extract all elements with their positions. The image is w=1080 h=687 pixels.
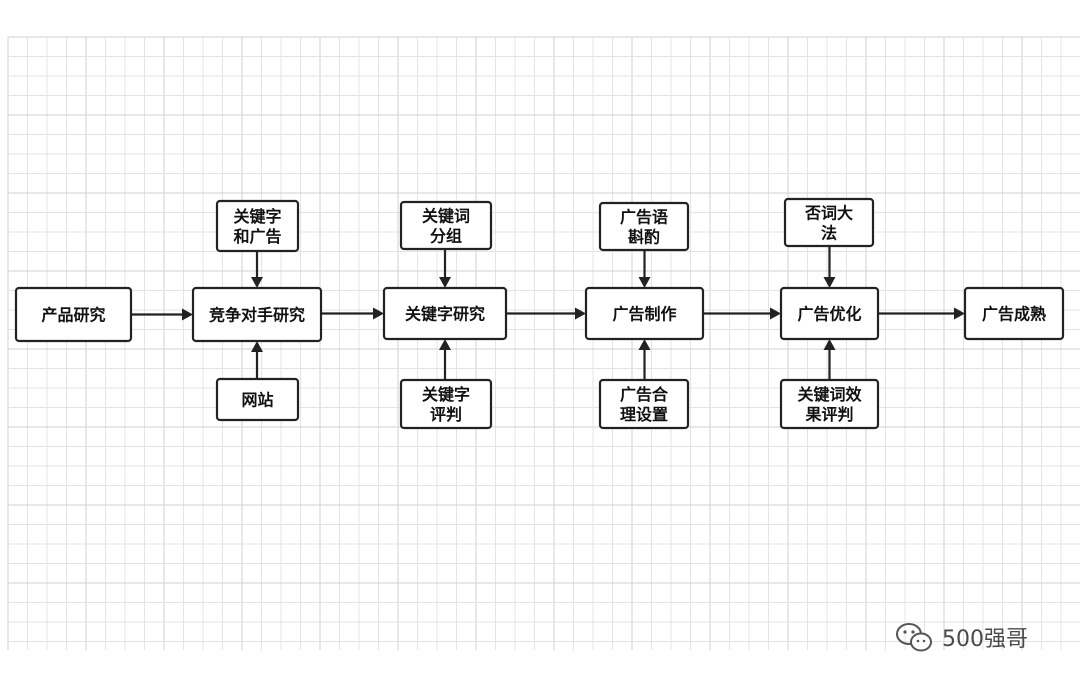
- node-label: 理设置: [620, 405, 668, 424]
- node-label: 分组: [430, 227, 462, 246]
- node-box: [14, 286, 133, 343]
- node-ad-optimization: 广告优化: [779, 286, 880, 341]
- edge-keyword-effect-input-to-ad-optimization: [823, 339, 836, 380]
- node-label: 广告合: [620, 385, 669, 404]
- arrowhead: [439, 277, 451, 288]
- watermark: 500强哥: [896, 623, 1028, 652]
- node-box: [963, 286, 1065, 341]
- arrowhead: [439, 339, 451, 350]
- edge-product-research-to-competitor-research: [131, 308, 193, 321]
- node-box: [598, 201, 690, 252]
- edge-keyword-ad-input-to-competitor-research: [251, 251, 263, 288]
- arrowhead: [823, 277, 836, 288]
- edge-keyword-research-to-ad-production: [506, 307, 586, 320]
- grid-background: [7, 36, 1080, 650]
- arrowhead: [373, 307, 384, 320]
- arrowhead: [182, 308, 193, 321]
- node-website-input: 网站: [215, 377, 300, 422]
- edge-ad-copy-input-to-ad-production: [638, 250, 651, 288]
- node-label: 竞争对手研究: [209, 306, 305, 325]
- node-box: [399, 378, 493, 430]
- node-competitor-research: 竞争对手研究: [191, 286, 323, 343]
- node-label: 法: [821, 224, 837, 243]
- arrowhead: [638, 339, 651, 350]
- node-box: [191, 286, 323, 343]
- node-label: 关键词: [422, 207, 470, 226]
- node-box: [779, 378, 880, 430]
- edges-layer: [131, 246, 965, 380]
- nodes-layer: 产品研究竞争对手研究关键字和广告网站关键字研究关键词分组关键字评判广告制作广告语…: [14, 197, 1065, 430]
- node-box: [783, 197, 875, 248]
- node-box: [779, 286, 880, 341]
- arrowhead: [954, 307, 965, 320]
- node-label: 产品研究: [41, 306, 105, 325]
- edge-ad-settings-input-to-ad-production: [638, 339, 651, 380]
- node-label: 广告语: [620, 208, 668, 227]
- edge-ad-optimization-to-ad-maturity: [878, 307, 965, 320]
- arrowhead: [770, 307, 781, 320]
- edge-ad-production-to-ad-optimization: [703, 307, 781, 320]
- edge-website-input-to-competitor-research: [251, 341, 263, 379]
- arrowhead: [638, 277, 651, 288]
- node-product-research: 产品研究: [14, 286, 133, 343]
- edge-keyword-grouping-input-to-keyword-research: [439, 249, 451, 288]
- arrowhead: [251, 277, 263, 288]
- arrowhead: [575, 307, 586, 320]
- node-label: 广告成熟: [982, 305, 1046, 324]
- wechat-icon: [896, 623, 932, 652]
- node-box: [215, 377, 300, 422]
- node-label: 关键词效: [797, 385, 861, 404]
- node-label: 网站: [241, 391, 273, 410]
- edge-competitor-research-to-keyword-research: [321, 307, 384, 320]
- arrowhead: [823, 339, 836, 350]
- node-keyword-research: 关键字研究: [382, 286, 508, 341]
- node-label: 关键字: [422, 385, 470, 404]
- node-ad-maturity: 广告成熟: [963, 286, 1065, 341]
- node-label: 关键字研究: [405, 305, 485, 324]
- node-label: 果评判: [804, 405, 853, 424]
- node-label: 关键字: [233, 207, 281, 226]
- node-label: 否词大: [804, 204, 853, 223]
- edge-negative-keyword-input-to-ad-optimization: [823, 246, 836, 288]
- node-label: 和广告: [233, 227, 281, 246]
- node-box: [382, 286, 508, 341]
- node-ad-production: 广告制作: [584, 286, 705, 341]
- node-label: 评判: [430, 405, 462, 424]
- node-box: [598, 378, 690, 430]
- arrowhead: [251, 341, 263, 352]
- node-box: [215, 199, 300, 253]
- watermark-text: 500强哥: [942, 627, 1028, 652]
- node-box: [584, 286, 705, 341]
- edge-keyword-judgement-input-to-keyword-research: [439, 339, 451, 380]
- node-label: 广告优化: [797, 305, 861, 324]
- node-label: 广告制作: [612, 305, 676, 324]
- node-label: 斟酌: [628, 228, 660, 247]
- node-box: [399, 200, 493, 251]
